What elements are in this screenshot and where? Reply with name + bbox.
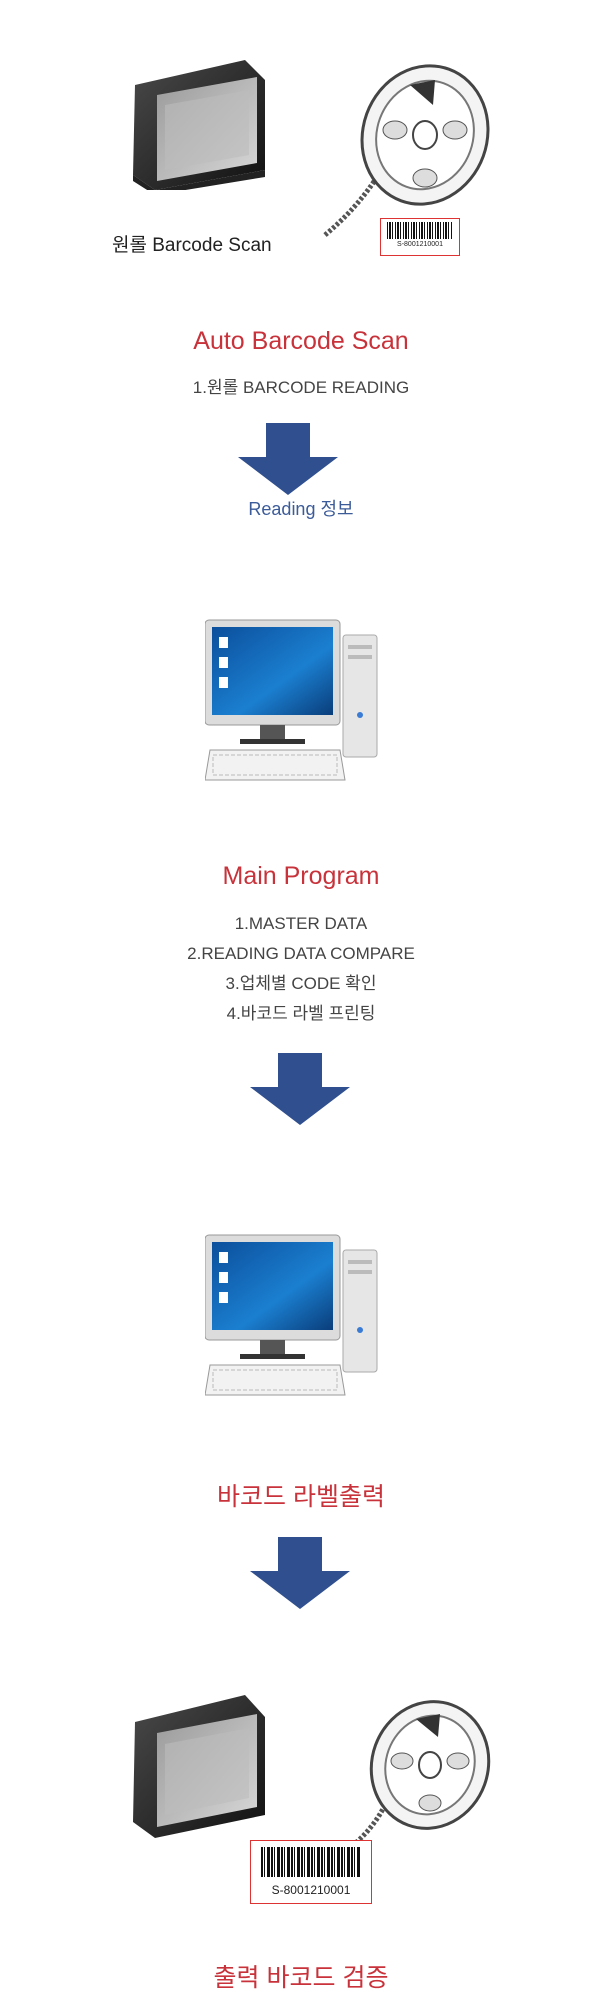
section1-item: 1.원롤 BARCODE READING [192, 378, 410, 397]
main-program-item: 3.업체별 CODE 확인 [225, 974, 377, 993]
barcode-bars-1 [387, 222, 453, 239]
computer-image-1 [204, 615, 390, 785]
scanner-image-1 [125, 55, 270, 195]
section-title-main-program: Main Program [222, 862, 380, 890]
main-program-item: 2.READING DATA COMPARE [187, 944, 415, 963]
main-program-list: 1.MASTER DATA 2.READING DATA COMPARE 3.업… [0, 909, 602, 1029]
section-title-barcode-label-output: 바코드 라벨출력 [217, 1483, 385, 1511]
barcode-text-1: S-8001210001 [397, 241, 443, 248]
down-arrow-icon [250, 1537, 350, 1609]
film-reel-image-2 [330, 1695, 495, 1860]
down-arrow-icon [238, 423, 338, 495]
down-arrow-icon [250, 1053, 350, 1125]
barcode-label-2: S-8001210001 [250, 1840, 372, 1904]
barcode-text-2: S-8001210001 [271, 1883, 351, 1897]
film-reel-image-1 [315, 60, 495, 240]
scanner-caption: 원롤 Barcode Scan [112, 235, 272, 256]
main-program-item: 4.바코드 라벨 프린팅 [226, 1004, 376, 1023]
section-title-auto-barcode-scan: Auto Barcode Scan [193, 327, 409, 355]
main-program-item: 1.MASTER DATA [234, 914, 368, 933]
section-title-output-barcode-verification: 출력 바코드 검증 [213, 1964, 389, 1992]
barcode-label-1: S-8001210001 [380, 218, 460, 256]
barcode-bars-2 [261, 1847, 361, 1877]
arrow-label-reading-info: Reading 정보 [248, 499, 354, 519]
computer-image-2 [204, 1230, 390, 1400]
scanner-image-2 [125, 1690, 270, 1840]
